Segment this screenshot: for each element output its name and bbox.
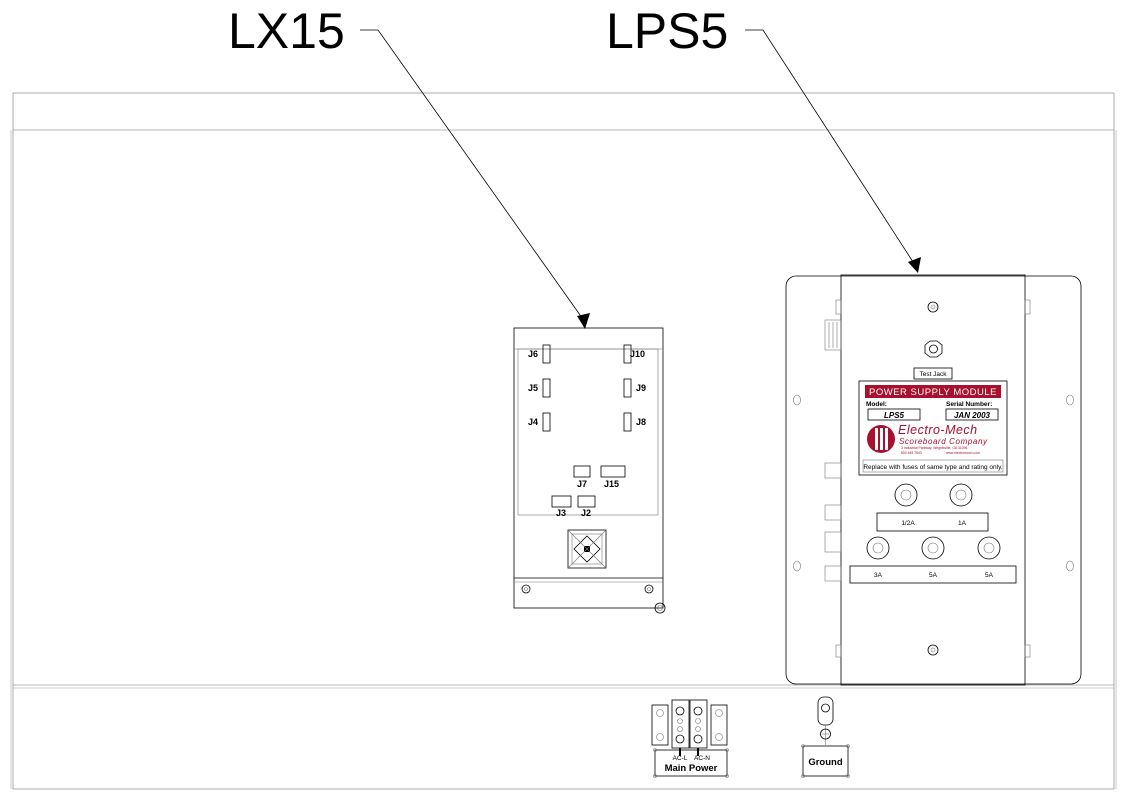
mounting-slot bbox=[793, 560, 801, 572]
lx15-board: J6 J5 J4 J10 J9 J8 J7 J15 J3 J2 bbox=[513, 327, 666, 614]
brand-phone: 800 445 7843 bbox=[901, 451, 922, 455]
screw-icon bbox=[521, 584, 531, 594]
connector-j15 bbox=[600, 465, 626, 478]
fuse-holder-icon bbox=[866, 536, 890, 560]
fuse-rating-one-amp: 1A bbox=[958, 520, 967, 527]
connector-j15-label: J15 bbox=[604, 479, 619, 489]
terminal-screw-icon bbox=[675, 706, 685, 716]
connector-j4-label: J4 bbox=[528, 417, 538, 427]
connector-j6 bbox=[542, 344, 551, 364]
fuse-rating-five-amp: 5A bbox=[929, 572, 938, 579]
test-jack: Test Jack bbox=[913, 340, 953, 380]
mounting-slot bbox=[1066, 394, 1074, 406]
terminal-screw-icon bbox=[656, 709, 664, 717]
connector-j3 bbox=[551, 495, 572, 508]
terminal-screw-icon bbox=[693, 706, 703, 716]
connector-j9-label: J9 bbox=[636, 383, 646, 393]
connector-j9 bbox=[623, 378, 632, 398]
connector-j8-label: J8 bbox=[636, 417, 646, 427]
connector-j10 bbox=[623, 344, 632, 364]
connector-j6-label: J6 bbox=[528, 349, 538, 359]
brand-website: www.electromech.com bbox=[946, 451, 980, 455]
fuse-rating-half-amp: 1/2A bbox=[901, 520, 915, 527]
model-value: LPS5 bbox=[884, 411, 905, 420]
connector-j8 bbox=[623, 412, 632, 432]
brand-address: 3 Industrial Parkway, Wrightsville, GA 3… bbox=[901, 446, 968, 450]
connector-j7 bbox=[573, 465, 591, 478]
callout-lps5-label: LPS5 bbox=[606, 3, 728, 59]
mounting-slot bbox=[793, 394, 801, 406]
main-power-terminal-block: AC-L AC-N Main Power bbox=[651, 699, 729, 778]
fuse-warning: Replace with fuses of same type and rati… bbox=[863, 464, 1003, 471]
main-power-label: Main Power bbox=[665, 763, 718, 774]
serial-value: JAN 2003 bbox=[954, 411, 991, 420]
connector-j4 bbox=[542, 412, 551, 432]
fuse-row-2: 3A 5A 5A bbox=[849, 536, 1017, 584]
lps5-power-supply: Test Jack POWER SUPPLY MODULE Model: LPS… bbox=[785, 274, 1082, 686]
callout-lps5: LPS5 bbox=[606, 3, 921, 273]
connector-j3-label: J3 bbox=[556, 508, 566, 518]
screw-icon bbox=[927, 301, 939, 313]
serial-label: Serial Number: bbox=[946, 401, 992, 408]
fuse-holder-icon bbox=[977, 536, 1001, 560]
arrowhead bbox=[908, 257, 921, 273]
connector-j2-label: J2 bbox=[581, 508, 591, 518]
connector-j5 bbox=[542, 378, 551, 398]
fuse-rating-five-amp: 5A bbox=[985, 572, 994, 579]
screw-icon bbox=[654, 602, 666, 614]
brand-subtitle: Scoreboard Company bbox=[899, 437, 988, 446]
board-square-connector bbox=[567, 529, 607, 569]
test-jack-label: Test Jack bbox=[919, 371, 947, 378]
fuse-row-1: 1/2A 1A bbox=[876, 483, 989, 532]
screw-icon bbox=[644, 584, 654, 594]
fuse-holder-icon bbox=[921, 536, 945, 560]
connector-j2 bbox=[577, 495, 596, 508]
connector-j10-label: J10 bbox=[630, 349, 645, 359]
connector-j7-label: J7 bbox=[577, 479, 587, 489]
ground-screw-icon bbox=[821, 703, 830, 713]
mounting-slot bbox=[1066, 560, 1074, 572]
fuse-holder-icon bbox=[894, 483, 918, 507]
power-supply-label-plate: POWER SUPPLY MODULE Model: LPS5 Serial N… bbox=[858, 380, 1008, 476]
terminal-ac-n-label: AC-N bbox=[694, 755, 710, 762]
terminal-ac-l-label: AC-L bbox=[673, 755, 688, 762]
fuse-rating-three-amp: 3A bbox=[874, 572, 883, 579]
arrowhead bbox=[577, 313, 590, 329]
callout-lx15: LX15 bbox=[228, 3, 590, 329]
brand-name: Electro-Mech bbox=[898, 423, 978, 437]
callout-lx15-label: LX15 bbox=[228, 3, 345, 59]
electro-mech-logo-icon bbox=[867, 425, 895, 453]
ground-lug: Ground bbox=[801, 696, 850, 778]
fuse-holder-icon bbox=[949, 483, 973, 507]
connector-j5-label: J5 bbox=[528, 383, 538, 393]
label-title-bar bbox=[865, 385, 1001, 398]
screw-icon bbox=[927, 644, 939, 656]
ground-label: Ground bbox=[808, 757, 842, 768]
model-label: Model: bbox=[866, 401, 887, 408]
label-title: POWER SUPPLY MODULE bbox=[869, 387, 997, 398]
